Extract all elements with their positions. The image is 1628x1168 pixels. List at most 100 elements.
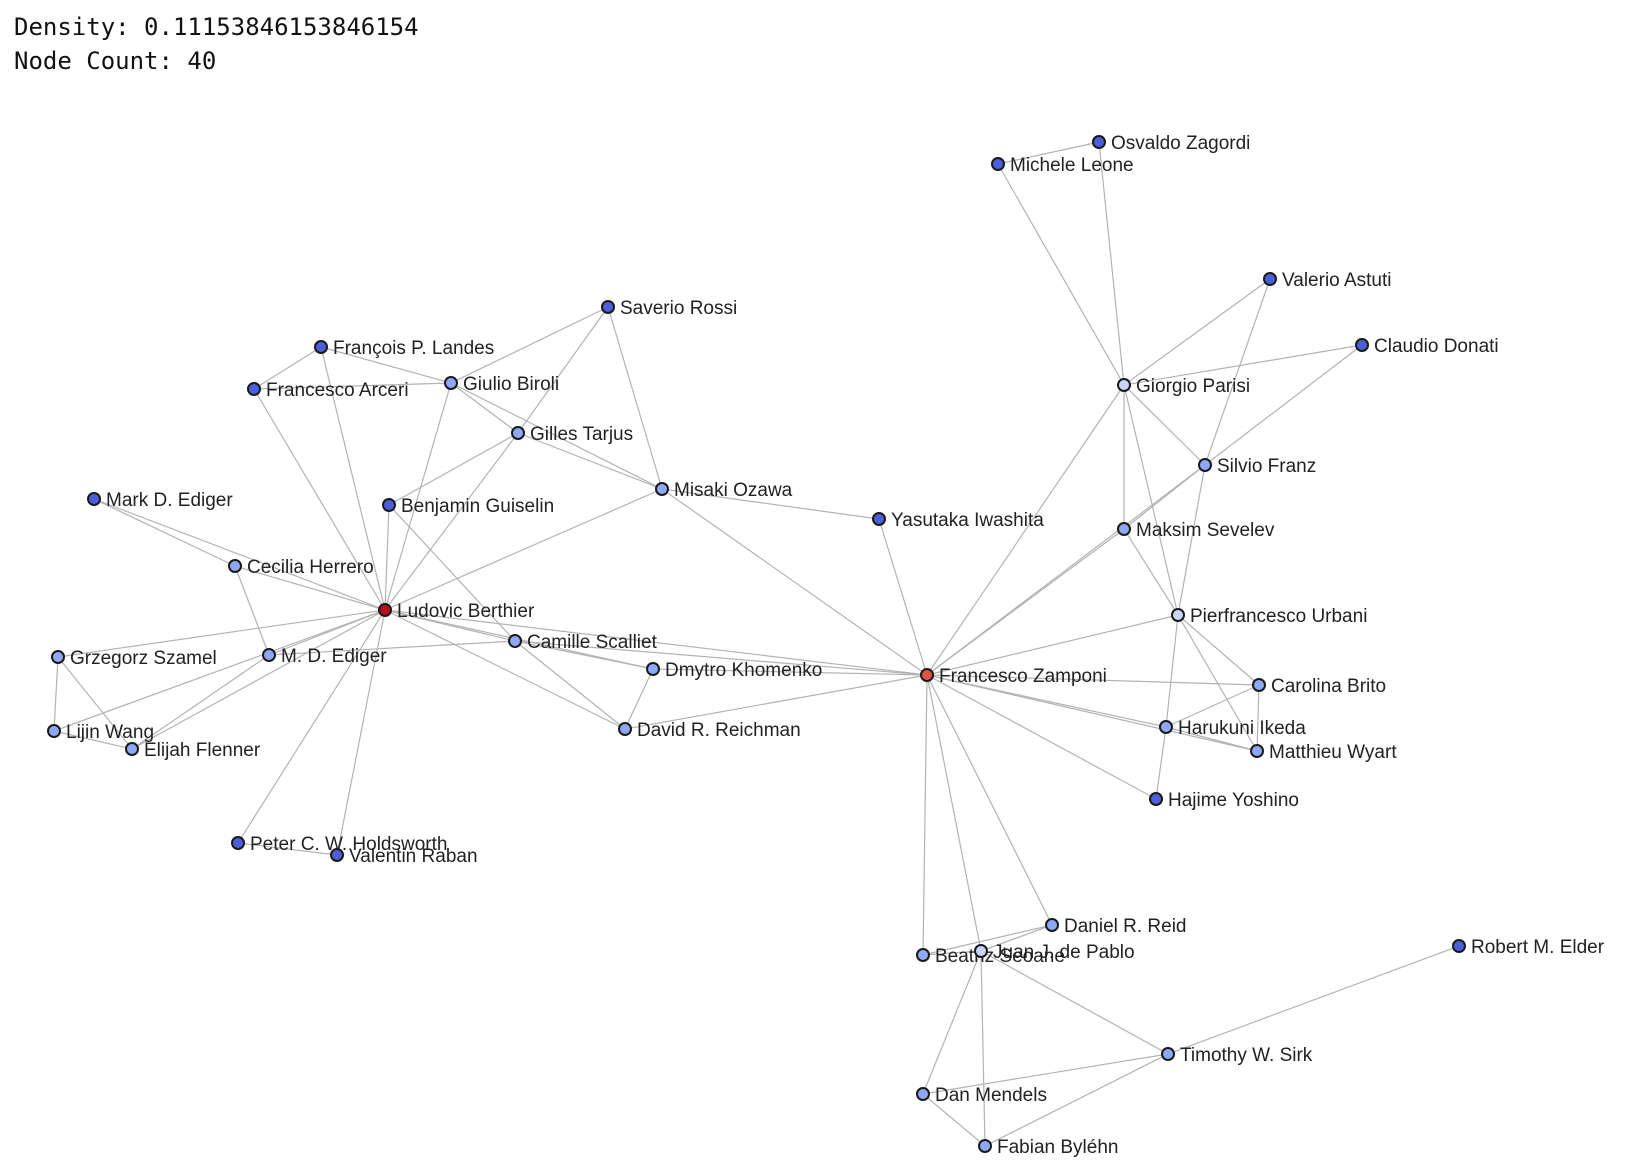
edge-maksim-sevelev-pierfrancesco-urbani xyxy=(1123,528,1179,616)
node-claudio-donati[interactable]: Claudio Donati xyxy=(1355,336,1499,357)
node-francesco-arceri[interactable]: Francesco Arceri xyxy=(247,380,409,401)
node-gilles-tarjus[interactable]: Gilles Tarjus xyxy=(511,424,633,445)
node-dot[interactable] xyxy=(920,668,934,682)
edge-grzegorz-szamel-elijah-flenner xyxy=(57,656,133,750)
node-dmytro-khomenko[interactable]: Dmytro Khomenko xyxy=(646,660,822,681)
node-label: Grzegorz Szamel xyxy=(70,648,217,669)
node-dot[interactable] xyxy=(125,742,139,756)
node-dot[interactable] xyxy=(618,722,632,736)
node-dot[interactable] xyxy=(1117,378,1131,392)
node-dot[interactable] xyxy=(444,376,458,390)
node-peter-holdsworth[interactable]: Peter C. W. Holdsworth xyxy=(231,834,447,855)
edge-mark-ediger-ludovic-berthier xyxy=(93,498,386,611)
node-label: Valentin Raban xyxy=(349,846,478,867)
node-dot[interactable] xyxy=(228,559,242,573)
node-dot[interactable] xyxy=(382,498,396,512)
node-harukuni-ikeda[interactable]: Harukuni Ikeda xyxy=(1159,718,1306,739)
node-pierfrancesco-urbani[interactable]: Pierfrancesco Urbani xyxy=(1171,606,1367,627)
node-dot[interactable] xyxy=(978,1139,992,1153)
node-hajime-yoshino[interactable]: Hajime Yoshino xyxy=(1149,790,1299,811)
node-robert-elder[interactable]: Robert M. Elder xyxy=(1452,937,1605,958)
node-dot[interactable] xyxy=(87,492,101,506)
node-dot[interactable] xyxy=(974,944,988,958)
node-misaki-ozawa[interactable]: Misaki Ozawa xyxy=(655,480,793,501)
edge-francesco-zamponi-misaki-ozawa xyxy=(661,488,928,676)
node-valentin-raban[interactable]: Valentin Raban xyxy=(330,846,478,867)
node-lijin-wang[interactable]: Lijin Wang xyxy=(47,722,154,743)
node-label: Daniel R. Reid xyxy=(1064,916,1187,937)
node-grzegorz-szamel[interactable]: Grzegorz Szamel xyxy=(51,648,217,669)
node-md-ediger[interactable]: M. D. Ediger xyxy=(262,646,387,667)
node-matthieu-wyart[interactable]: Matthieu Wyart xyxy=(1250,742,1397,763)
node-dot[interactable] xyxy=(1045,918,1059,932)
node-dot[interactable] xyxy=(1161,1047,1175,1061)
edge-giorgio-parisi-pierfrancesco-urbani xyxy=(1123,384,1179,616)
node-dot[interactable] xyxy=(511,426,525,440)
node-osvaldo-zagordi[interactable]: Osvaldo Zagordi xyxy=(1092,133,1250,154)
node-mark-ediger[interactable]: Mark D. Ediger xyxy=(87,490,233,511)
node-fabian-bylehn[interactable]: Fabian Byléhn xyxy=(978,1137,1118,1158)
node-elijah-flenner[interactable]: Elijah Flenner xyxy=(125,740,261,761)
node-cecilia-herrero[interactable]: Cecilia Herrero xyxy=(228,557,374,578)
edge-pierfrancesco-urbani-carolina-brito xyxy=(1177,614,1260,686)
node-dan-mendels[interactable]: Dan Mendels xyxy=(916,1085,1047,1106)
node-dot[interactable] xyxy=(508,634,522,648)
node-dot[interactable] xyxy=(646,662,660,676)
node-dot[interactable] xyxy=(330,848,344,862)
node-juan-de-pablo[interactable]: Juan J. de Pablo xyxy=(974,942,1135,963)
node-dot[interactable] xyxy=(1250,744,1264,758)
node-silvio-franz[interactable]: Silvio Franz xyxy=(1198,456,1316,477)
node-label: Osvaldo Zagordi xyxy=(1111,133,1250,154)
node-dot[interactable] xyxy=(991,157,1005,171)
node-dot[interactable] xyxy=(51,650,65,664)
node-dot[interactable] xyxy=(1117,522,1131,536)
node-dot[interactable] xyxy=(1252,678,1266,692)
node-daniel-reid[interactable]: Daniel R. Reid xyxy=(1045,916,1187,937)
node-dot[interactable] xyxy=(1171,608,1185,622)
node-valerio-astuti[interactable]: Valerio Astuti xyxy=(1263,270,1391,291)
node-francois-landes[interactable]: François P. Landes xyxy=(314,338,494,359)
node-dot[interactable] xyxy=(1198,458,1212,472)
node-dot[interactable] xyxy=(916,1087,930,1101)
node-label: Michele Leone xyxy=(1010,155,1134,176)
node-saverio-rossi[interactable]: Saverio Rossi xyxy=(601,298,737,319)
node-dot[interactable] xyxy=(247,382,261,396)
node-dot[interactable] xyxy=(601,300,615,314)
edge-misaki-ozawa-yasutaka-iwashita xyxy=(661,488,880,520)
node-dot[interactable] xyxy=(655,482,669,496)
edge-giorgio-parisi-francesco-zamponi xyxy=(926,384,1125,676)
node-camille-scalliet[interactable]: Camille Scalliet xyxy=(508,632,658,653)
node-ludovic-berthier[interactable]: Ludovic Berthier xyxy=(378,601,535,622)
graph-stats: Density: 0.11153846153846154 Node Count:… xyxy=(14,10,419,78)
node-giorgio-parisi[interactable]: Giorgio Parisi xyxy=(1117,376,1250,397)
node-giulio-biroli[interactable]: Giulio Biroli xyxy=(444,374,559,395)
edge-dan-mendels-fabian-bylehn xyxy=(922,1093,986,1147)
node-benjamin-guiselin[interactable]: Benjamin Guiselin xyxy=(382,496,554,517)
node-dot[interactable] xyxy=(916,948,930,962)
node-dot[interactable] xyxy=(872,512,886,526)
node-dot[interactable] xyxy=(1149,792,1163,806)
node-dot[interactable] xyxy=(47,724,61,738)
node-yasutaka-iwashita[interactable]: Yasutaka Iwashita xyxy=(872,510,1044,531)
node-dot[interactable] xyxy=(314,340,328,354)
node-dot[interactable] xyxy=(231,836,245,850)
node-dot[interactable] xyxy=(1355,338,1369,352)
node-dot[interactable] xyxy=(1263,272,1277,286)
edge-lijin-wang-elijah-flenner xyxy=(53,730,133,750)
node-dot[interactable] xyxy=(378,603,392,617)
node-dot[interactable] xyxy=(1092,135,1106,149)
edge-francesco-zamponi-beatriz-seoane xyxy=(922,674,928,956)
edge-francesco-zamponi-juan-de-pablo xyxy=(926,674,982,952)
node-francesco-zamponi[interactable]: Francesco Zamponi xyxy=(920,666,1107,687)
node-timothy-sirk[interactable]: Timothy W. Sirk xyxy=(1161,1045,1313,1066)
node-david-reichman[interactable]: David R. Reichman xyxy=(618,720,801,741)
edge-giorgio-parisi-valerio-astuti xyxy=(1123,278,1271,386)
node-dot[interactable] xyxy=(1452,939,1466,953)
node-dot[interactable] xyxy=(1159,720,1173,734)
node-maksim-sevelev[interactable]: Maksim Sevelev xyxy=(1117,520,1275,541)
node-michele-leone[interactable]: Michele Leone xyxy=(991,155,1134,176)
node-carolina-brito[interactable]: Carolina Brito xyxy=(1252,676,1386,697)
node-label: Pierfrancesco Urbani xyxy=(1190,606,1367,627)
node-beatriz-seoane[interactable]: Beatriz Seoane xyxy=(916,946,1065,967)
node-dot[interactable] xyxy=(262,648,276,662)
